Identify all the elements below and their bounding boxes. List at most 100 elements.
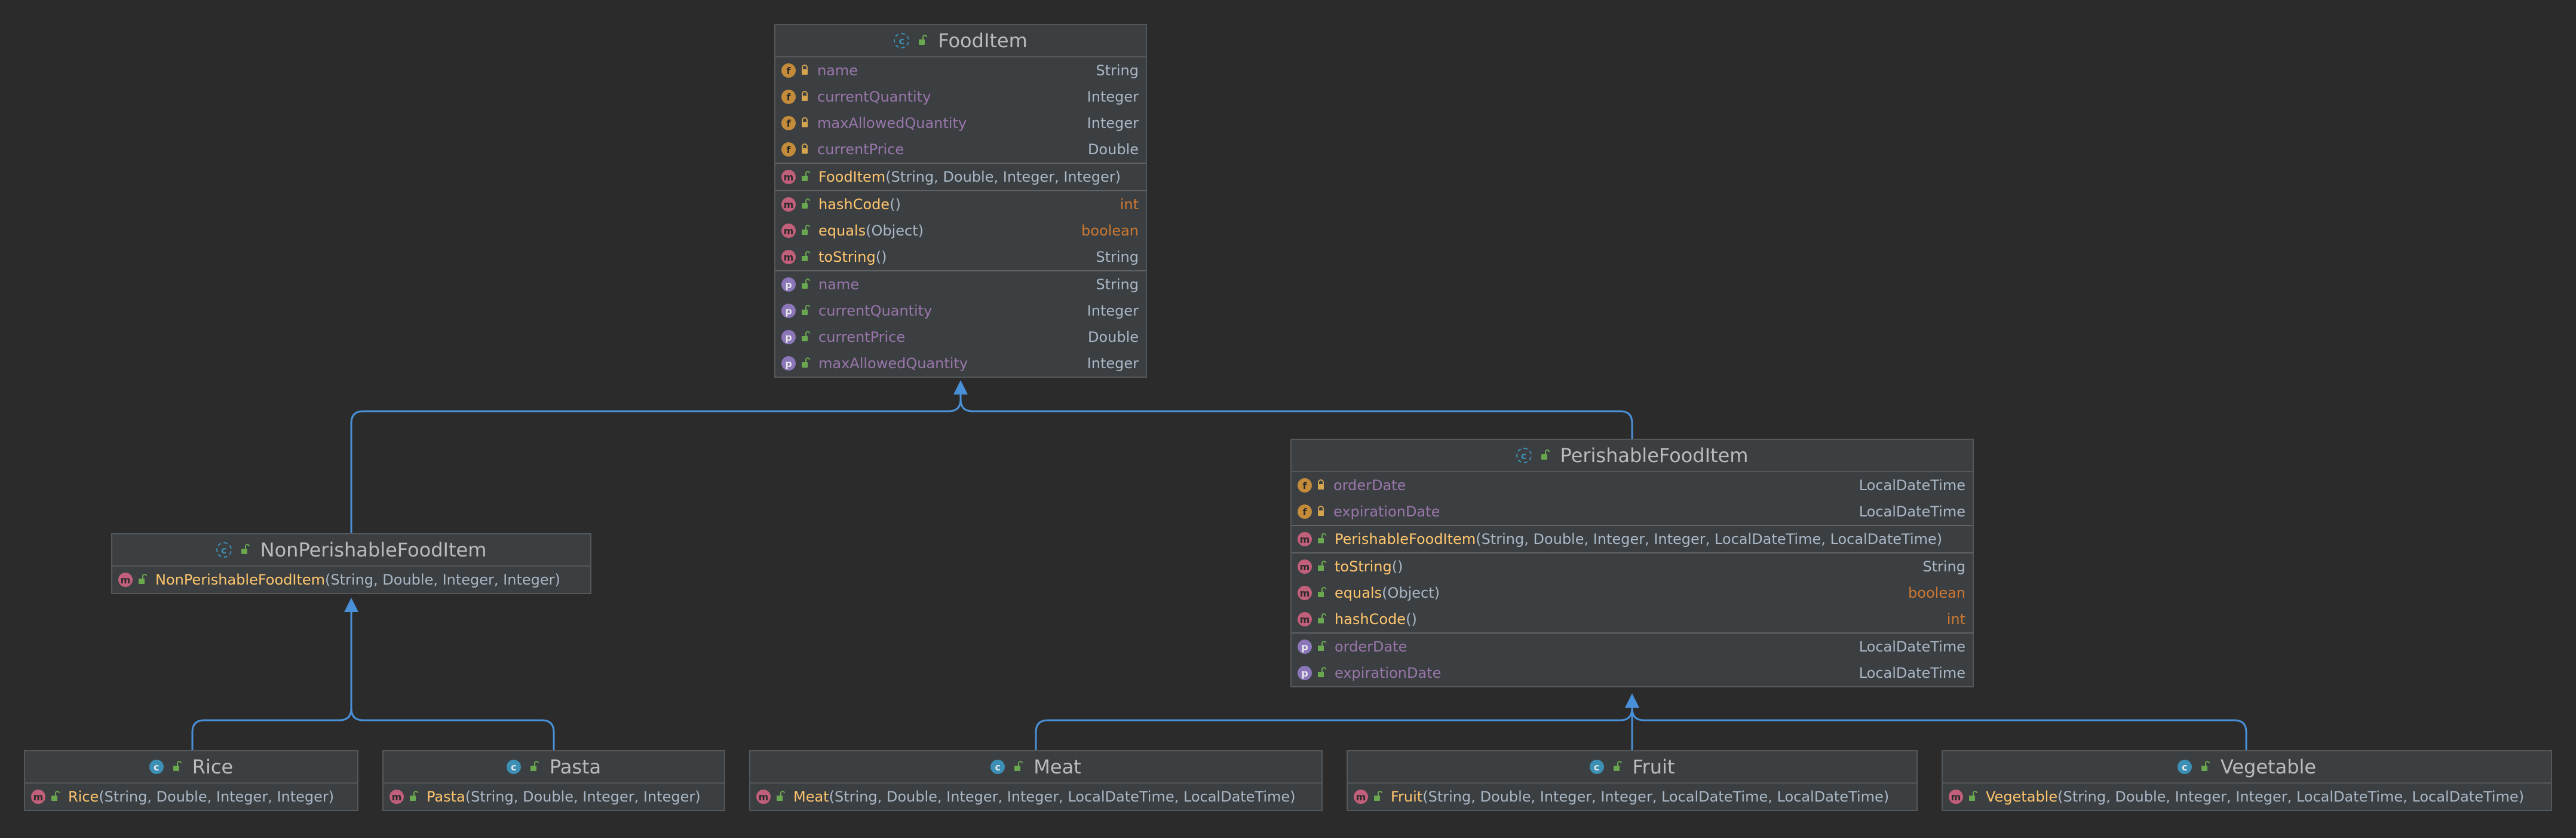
inheritance-arrowhead-nonperishable [344,598,358,612]
class-name: Fruit [1632,756,1675,778]
public-unlock-icon [1317,587,1326,599]
member-args: (String, Double, Integer, Integer, Local… [2057,788,2525,805]
member-args: () [875,249,887,265]
member-args: (String, Double, Integer, Integer) [325,571,560,588]
member-name: maxAllowedQuantity [817,115,967,131]
member-name-group: currentQuantity [818,302,932,319]
member-type: int [1120,196,1139,213]
member-name: name [818,276,860,293]
field-icon: f [781,142,796,157]
class-name: Rice [192,756,234,778]
public-unlock-icon [1317,641,1326,653]
edge-meat-perishable [1035,705,1633,750]
member-name-group: name [818,276,859,293]
member-name-group: name [817,62,858,79]
public-unlock-icon [1317,533,1326,545]
field-icon: f [781,116,796,130]
method-icon: m [1298,559,1312,574]
field-row[interactable]: f currentPrice Double [775,136,1146,163]
public-unlock-icon [529,761,539,773]
member-name: Rice [68,788,99,805]
class-name: Vegetable [2220,756,2317,778]
method-icon: m [1298,612,1312,626]
member-name: orderDate [1333,477,1406,494]
class-icon: c [149,760,164,774]
member-name-group: currentPrice [818,329,905,345]
abstract-class-icon: c [894,33,910,48]
member-name-group: currentQuantity [817,88,931,105]
member-name: name [817,62,858,79]
member-name-group: Rice(String, Double, Integer, Integer) [68,788,334,805]
private-lock-icon [801,117,809,129]
member-name: currentPrice [818,329,906,345]
member-type: LocalDateTime [1859,477,1965,494]
member-type: Double [1087,329,1139,345]
public-unlock-icon [240,544,250,556]
class-name: Pasta [549,756,602,778]
member-name-group: toString() [818,249,887,265]
member-name: currentQuantity [818,302,933,319]
member-args: () [1406,611,1417,628]
member-type: Integer [1087,115,1139,131]
public-unlock-icon [801,331,810,343]
member-name: FoodItem [818,169,886,185]
public-unlock-icon [801,305,810,317]
member-type: LocalDateTime [1859,665,1965,681]
field-row[interactable]: f maxAllowedQuantity Integer [775,110,1146,136]
method-icon: m [781,224,796,238]
member-type: Double [1087,141,1139,158]
property-icon: p [1298,666,1312,680]
member-type: String [1096,62,1139,79]
member-name: currentPrice [817,141,904,158]
public-unlock-icon [801,357,810,369]
private-lock-icon [801,65,809,77]
member-name-group: expirationDate [1333,503,1440,520]
public-unlock-icon [172,761,182,773]
public-unlock-icon [801,279,810,290]
member-name-group: equals(Object) [1335,585,1440,601]
public-unlock-icon [1317,667,1326,679]
property-icon: p [781,356,796,371]
member-type: LocalDateTime [1859,503,1965,520]
property-icon: p [781,304,796,318]
class-icon: c [1589,760,1604,774]
